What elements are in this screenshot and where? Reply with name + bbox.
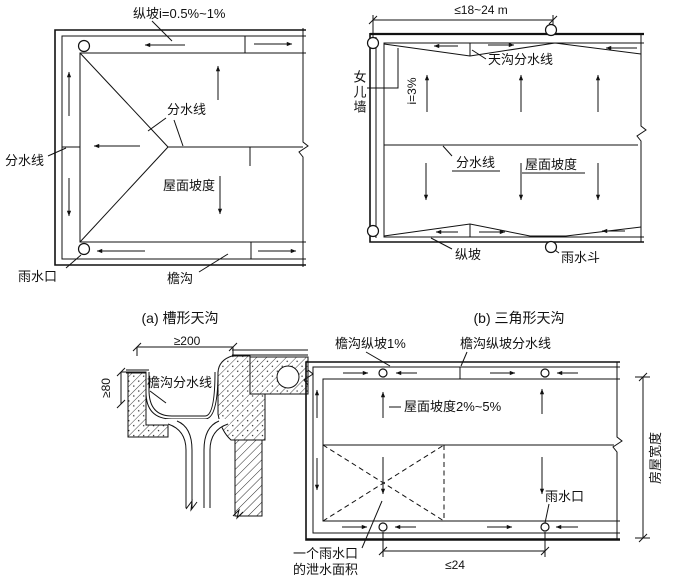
label-eave-slope-plan: 檐沟纵坡1% (335, 336, 406, 351)
rain-inlet-circle (77, 242, 91, 256)
rain-inlet-circle (540, 368, 550, 378)
rain-inlet-circle (540, 522, 550, 532)
label-drain-area-line2: 的泄水面积 (293, 562, 358, 577)
label-parapet-slope: i=3% (405, 77, 419, 104)
label-eave-divide-plan: 檐沟纵坡分水线 (460, 336, 551, 351)
label-eave-gutter-a: 檐沟 (167, 271, 193, 286)
diagram-a-linework (47, 20, 309, 273)
caption-a: (a) 槽形天沟 (142, 310, 219, 326)
rain-hopper-circle (544, 23, 558, 37)
label-width-dim: ≥200 (174, 334, 201, 348)
rain-hopper-circle (366, 224, 380, 238)
rain-inlet-circle (77, 39, 91, 53)
label-longitudinal-slope-a: 纵坡i=0.5%~1% (133, 6, 226, 21)
rain-inlet-circle (378, 522, 388, 532)
label-divide-line-b: 分水线 (456, 155, 495, 170)
label-rain-hopper-b: 雨水斗 (561, 250, 600, 265)
label-parapet: 女儿墙 (352, 69, 367, 115)
label-divide-line-a-left: 分水线 (5, 153, 44, 168)
rain-inlet-circle (378, 368, 388, 378)
label-depth-dim: ≥80 (99, 378, 113, 398)
label-rain-inlet-a: 雨水口 (18, 269, 57, 284)
label-roof-slope-a: 屋面坡度 (163, 178, 215, 193)
diagram-b-linework (366, 15, 647, 254)
eave-plan-linework (305, 351, 650, 557)
rain-hopper-circle (544, 240, 558, 254)
label-house-width: 房屋宽度 (648, 432, 663, 484)
label-rain-inlet-plan: 雨水口 (545, 489, 584, 504)
rain-hopper-circle (366, 36, 380, 50)
label-divide-line-a-top: 分水线 (167, 102, 206, 117)
caption-b: (b) 三角形天沟 (474, 310, 565, 326)
label-longitudinal-slope-b: 纵坡 (455, 247, 481, 262)
label-roof-slope-plan: 屋面坡度2%~5% (404, 399, 502, 414)
diagram-b-labels: ≤18~24 m 天沟分水线 女儿墙 i=3% 分水线 屋面坡度 纵坡 雨水斗 … (352, 3, 601, 326)
eave-plan-labels: 檐沟纵坡1% 檐沟纵坡分水线 屋面坡度2%~5% 雨水口 一个雨水口 的泄水面积… (293, 336, 663, 577)
gutter-section-labels: ≥200 ≥80 檐沟分水线 (99, 334, 212, 398)
label-roof-slope-b: 屋面坡度 (525, 157, 577, 172)
label-gutter-divide-b: 天沟分水线 (488, 52, 553, 67)
label-spacing-dim: ≤24 (445, 558, 465, 572)
diagram-a-labels: 纵坡i=0.5%~1% 分水线 分水线 屋面坡度 雨水口 檐沟 (a) 槽形天沟 (5, 6, 226, 326)
gutter-section-detail (116, 342, 314, 520)
label-drain-area-line1: 一个雨水口 (293, 546, 358, 561)
label-span-dim: ≤18~24 m (454, 3, 508, 17)
label-eave-divide-detail: 檐沟分水线 (147, 375, 212, 390)
